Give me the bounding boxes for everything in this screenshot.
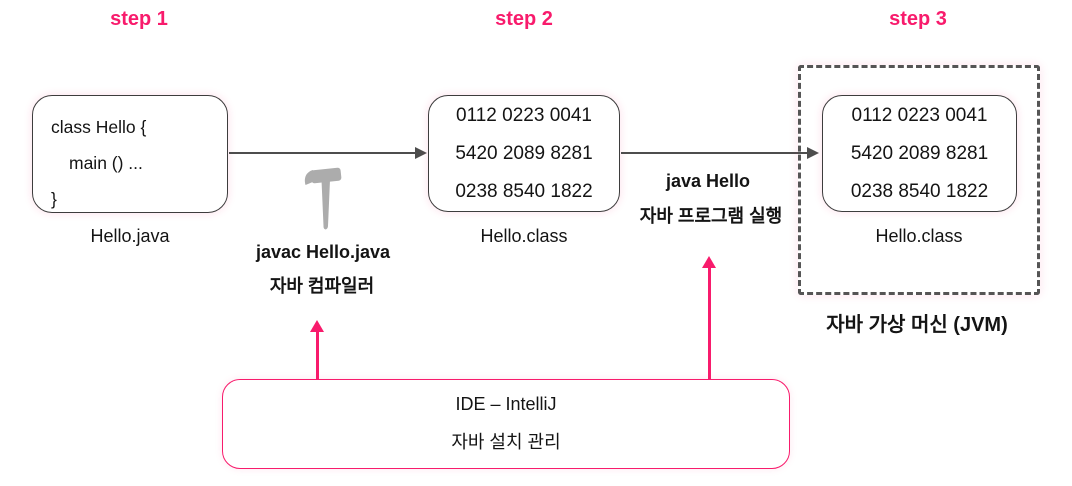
ide-to-compiler-arrow-head	[310, 320, 324, 332]
run-command-label: java Hello	[665, 171, 751, 191]
compiler-command-label: javac Hello.java	[255, 242, 391, 262]
ide-to-runner-arrow-head	[702, 256, 716, 268]
bytecode-line: 5420 2089 8281	[455, 142, 593, 164]
jvm-title: 자바 가상 머신 (JVM)	[826, 314, 1008, 336]
source-code-box: class Hello { main () ... }	[32, 95, 228, 213]
ide-subtitle: 자바 설치 관리	[451, 432, 561, 452]
hammer-icon	[304, 167, 342, 230]
bytecode-box: 0112 0223 0041 5420 2089 8281 0238 8540 …	[428, 95, 620, 212]
jvm-class-file-caption: Hello.class	[875, 226, 963, 246]
run-arrow	[621, 152, 809, 154]
source-code-line: class Hello {	[51, 117, 147, 137]
run-arrow-head	[807, 147, 819, 159]
jvm-bytecode-line: 5420 2089 8281	[850, 142, 989, 164]
compile-arrow-head	[415, 147, 427, 159]
ide-box: IDE – IntelliJ 자바 설치 관리	[222, 379, 790, 469]
run-description-label: 자바 프로그램 실행	[639, 206, 783, 226]
bytecode-line: 0112 0223 0041	[456, 104, 592, 126]
source-code-line: }	[51, 189, 57, 209]
ide-to-compiler-arrow	[316, 331, 319, 379]
step-3-label: step 3	[889, 8, 947, 30]
jvm-bytecode-box: 0112 0223 0041 5420 2089 8281 0238 8540 …	[822, 95, 1017, 212]
source-file-caption: Hello.java	[90, 226, 170, 246]
source-code-line: main () ...	[69, 153, 143, 173]
step-1-label: step 1	[110, 8, 168, 30]
compiler-description-label: 자바 컴파일러	[269, 276, 375, 296]
jvm-bytecode-line: 0238 8540 1822	[850, 180, 989, 202]
step-2-label: step 2	[495, 8, 553, 30]
compile-arrow	[229, 152, 417, 154]
ide-to-runner-arrow	[708, 267, 711, 379]
class-file-caption: Hello.class	[480, 226, 568, 246]
ide-title: IDE – IntelliJ	[455, 394, 557, 414]
jvm-container-box	[798, 65, 1040, 295]
jvm-bytecode-line: 0112 0223 0041	[851, 104, 988, 126]
bytecode-line: 0238 8540 1822	[455, 180, 593, 202]
